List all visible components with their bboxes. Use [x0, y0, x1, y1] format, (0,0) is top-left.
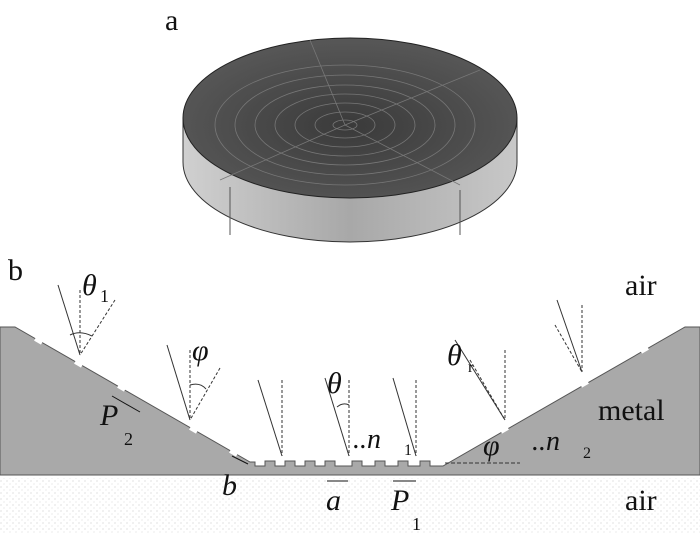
theta-label: θ [327, 367, 342, 400]
metal-grating-profile [0, 326, 700, 476]
n2-label: ..n [532, 426, 560, 457]
P2-subscript: 2 [124, 429, 133, 449]
P1-label: P [390, 484, 409, 517]
air-bottom-label: air [625, 484, 657, 517]
phi-right-label: φ [483, 429, 500, 462]
air-substrate-region [0, 478, 700, 533]
panel-b-label: b [8, 254, 23, 287]
b-dimension-label: b [222, 469, 237, 502]
theta1-label: θ [82, 269, 97, 302]
theta-r-subscript: r [468, 359, 474, 376]
n1-subscript: 1 [404, 442, 412, 459]
slope-grooves [34, 335, 649, 457]
theta1-subscript: 1 [100, 286, 109, 306]
a-dimension-label: a [326, 484, 341, 517]
circular-grating-disk [182, 37, 518, 243]
phi-left-label: φ [192, 334, 209, 367]
theta-r-label: θ [447, 339, 462, 372]
P2-label: P [99, 399, 118, 432]
n1-label: ..n [353, 424, 381, 455]
P1-subscript: 1 [412, 514, 421, 533]
metal-label: metal [598, 394, 665, 427]
incident-rays [57, 284, 583, 457]
n2-subscript: 2 [583, 445, 591, 462]
air-top-label: air [625, 269, 657, 302]
panel-a-label: a [165, 4, 178, 37]
dimension-arrows [111, 395, 416, 482]
